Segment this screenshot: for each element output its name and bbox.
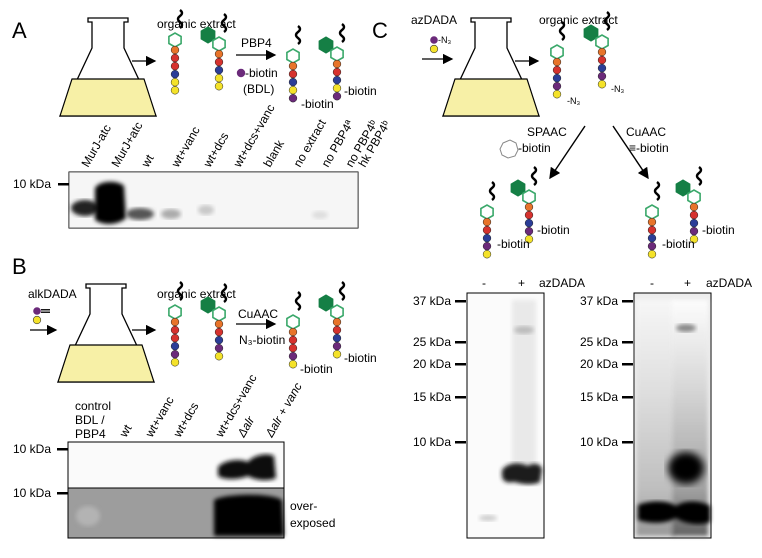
c-probe: azDADA — [411, 13, 457, 27]
c-cuaac-reagent: ≡-biotin — [629, 141, 669, 155]
a-lane-label: wt+vanc — [168, 124, 203, 170]
lipid-ii-molecules-b — [168, 281, 346, 369]
c-probe-dot-yellow — [429, 44, 439, 54]
c-gel1-marker-20: 20 kDa — [413, 357, 451, 371]
blot-b-normal — [67, 441, 285, 489]
a-band-murj-plus-atc — [95, 181, 126, 224]
flask-c — [441, 17, 541, 117]
c-gel1-markers: 37 kDa 25 kDa 20 kDa 15 kDa 10 kDa — [413, 294, 466, 449]
b-reagent: N₃-biotin — [239, 333, 285, 347]
c-gel1-marker-10: 10 kDa — [413, 435, 451, 449]
lipid-ii-molecules-spaac — [480, 166, 538, 259]
c-gel2 — [633, 292, 712, 539]
lipid-ii-molecules-cuaac — [645, 166, 703, 259]
c-gel1-marker-15: 15 kDa — [413, 390, 451, 404]
c-gel2-minus: - — [650, 276, 654, 290]
c-gel1-marker-25: 25 kDa — [413, 335, 451, 349]
a-biotin1: -biotin — [301, 97, 334, 111]
c-probe-dot-purple — [430, 36, 438, 44]
a-lane-label: blank — [260, 137, 287, 170]
c-gel2-marker-37: 37 kDa — [580, 294, 618, 308]
c-gel2-bottom-band — [638, 501, 710, 525]
flask-b — [56, 283, 156, 383]
b-lane-label: Δalr + vanc — [262, 380, 305, 440]
b-probe-dot-yellow — [32, 315, 42, 325]
c-gel1-minus: - — [482, 276, 486, 290]
c-gel2-marker-15: 15 kDa — [580, 390, 618, 404]
b-lane-label: wt — [116, 422, 135, 441]
b-reaction: CuAAC — [238, 307, 278, 321]
b-probe-dot-purple — [33, 307, 41, 315]
c-gel2-marker-25: 25 kDa — [580, 335, 618, 349]
biotin-probe-dot-a — [236, 68, 246, 78]
b-marker-tick-bottom — [57, 492, 68, 495]
b-marker-bottom: 10 kDa — [13, 486, 51, 500]
arrow-cuaac — [612, 125, 649, 180]
c-gel1 — [466, 292, 545, 539]
c-organic-extract: organic extract — [539, 13, 618, 27]
a-biotin2: -biotin — [344, 84, 377, 98]
c-gel1-plus: + — [518, 276, 525, 290]
c-biotin-l2: -biotin — [537, 223, 570, 237]
c-gel1-marker-37: 37 kDa — [413, 294, 451, 308]
b-lane-bdl: BDL / — [75, 413, 105, 427]
c-gel2-plus: + — [684, 276, 691, 290]
blot-a — [68, 171, 359, 229]
panel-letter-b: B — [12, 254, 27, 279]
c-gel1-band — [502, 463, 542, 485]
c-gel1-azdada: azDADA — [539, 276, 585, 290]
a-reagent: -biotin — [245, 66, 278, 80]
a-band-wt-dcs — [198, 205, 214, 215]
c-n3-a: -N₃ — [567, 96, 580, 106]
b-band-dalr — [218, 454, 276, 481]
a-band-wt-vanc — [161, 209, 181, 219]
a-enzyme-label: PBP4 — [241, 36, 272, 50]
blot-b-overexposed — [67, 487, 285, 539]
b-lane-control: control — [75, 399, 111, 413]
c-gel2-marker-20: 20 kDa — [580, 357, 618, 371]
c-gel2-marker-10: 10 kDa — [580, 435, 618, 449]
a-band-murj-atc — [71, 200, 99, 216]
c-n3-b: -N₃ — [611, 84, 624, 94]
a-lane-label: wt+dcs — [200, 130, 231, 171]
c-cuaac: CuAAC — [626, 125, 666, 139]
c-azide: -N₃ — [438, 35, 451, 45]
c-gel2-band — [668, 452, 704, 484]
c-spaac-reagent: -biotin — [518, 141, 551, 155]
lipid-ii-molecules-a — [168, 9, 346, 103]
b-marker-top: 10 kDa — [13, 442, 51, 456]
lipid-ii-molecules-c — [550, 11, 611, 99]
a-band-hk — [312, 211, 328, 219]
b-lane-label: wt+dcs — [170, 400, 201, 441]
b-biotin1: -biotin — [300, 362, 333, 376]
flask-a — [58, 17, 158, 117]
c-gel2-markers: 37 kDa 25 kDa 20 kDa 15 kDa 10 kDa — [580, 294, 633, 449]
a-band-wt — [126, 208, 154, 220]
arrow-spaac — [549, 125, 586, 180]
a-lane-label: wt — [138, 152, 157, 171]
b-lane-pbp4: PBP4 — [75, 427, 106, 441]
b-band-overexposed — [214, 494, 284, 536]
panel-letter-c: C — [372, 18, 388, 43]
a-organic-extract: organic extract — [157, 17, 236, 31]
cyclooctyne-icon — [499, 139, 519, 159]
c-biotin-r2: -biotin — [702, 223, 735, 237]
panel-letter-a: A — [12, 18, 27, 43]
a-reagent-note: (BDL) — [243, 82, 274, 96]
c-spaac: SPAAC — [527, 125, 567, 139]
c-gel2-azdada: azDADA — [706, 276, 752, 290]
a-marker: 10 kDa — [13, 177, 51, 191]
b-biotin2: -biotin — [344, 351, 377, 365]
c-biotin-l1: -biotin — [497, 237, 530, 251]
c-biotin-r1: -biotin — [662, 237, 695, 251]
b-marker-tick-top — [57, 448, 68, 451]
b-probe: alkDADA — [28, 287, 77, 301]
a-marker-tick — [58, 183, 69, 186]
b-overexposed-2: exposed — [290, 516, 335, 530]
b-lane-label: Δalr — [234, 413, 258, 440]
b-overexposed-1: over- — [290, 499, 317, 513]
